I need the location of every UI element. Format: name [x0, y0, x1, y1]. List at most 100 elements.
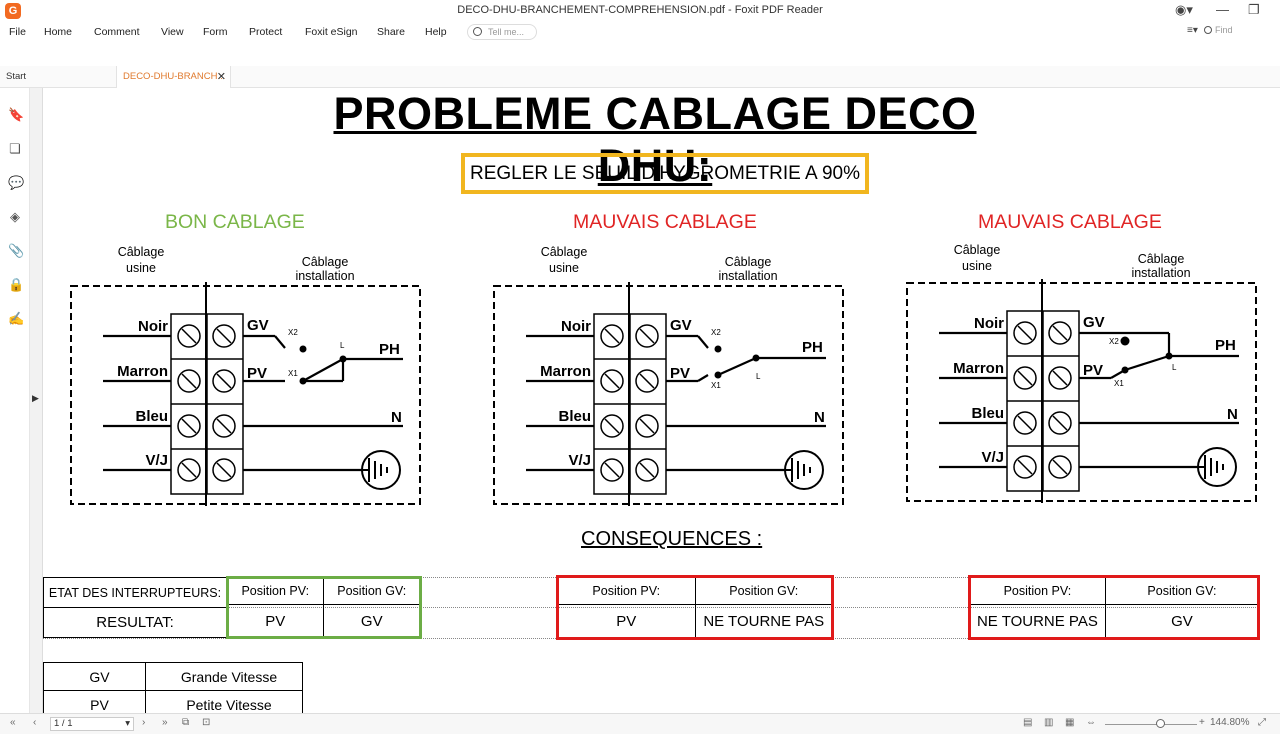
close-icon[interactable]: ✕ — [216, 71, 226, 83]
legend-meaning: Petite Vitesse — [145, 690, 303, 713]
svg-text:X1: X1 — [711, 381, 721, 390]
menu-share[interactable]: Share — [377, 26, 406, 38]
tell-me-search[interactable]: Tell me... — [467, 24, 537, 40]
menu-form[interactable]: Form — [203, 26, 228, 38]
layers-icon[interactable]: ◈ — [10, 209, 20, 224]
wiring-diagram-bad-1: Câblage usine Câblage installation — [493, 245, 844, 506]
divider-line — [43, 638, 1260, 639]
fit-page-icon[interactable]: ⊡ — [202, 717, 211, 728]
menu-foxit-esign[interactable]: Foxit eSign — [305, 26, 358, 38]
page-number-input[interactable]: 1 / 1 ▾ — [50, 717, 134, 731]
prev-page-icon[interactable]: ‹ — [33, 717, 37, 728]
svg-text:Marron: Marron — [117, 363, 168, 380]
next-page-icon[interactable]: › — [142, 717, 146, 728]
page-number: 1 / 1 — [54, 718, 73, 729]
continuous-icon[interactable]: ▥ — [1044, 717, 1054, 728]
svg-text:V/J: V/J — [981, 449, 1004, 466]
tab-document[interactable]: DECO-DHU-BRANCH... ✕ — [116, 66, 231, 88]
quick-toolbar: 🗀 🖫 ⎙ ↶ ↷ ✋▾ ⧉ ▿ — [0, 42, 1280, 102]
document-title: PROBLEME CABLAGE DECO DHU: — [333, 88, 977, 191]
svg-text:N: N — [1227, 406, 1238, 423]
svg-text:PH: PH — [802, 339, 823, 356]
menu-file[interactable]: File — [9, 26, 26, 38]
copy-page-icon[interactable]: ⧉ — [182, 717, 190, 728]
svg-text:Câblage: Câblage — [541, 245, 588, 259]
svg-text:PH: PH — [379, 341, 400, 358]
menu-protect[interactable]: Protect — [249, 26, 283, 38]
svg-text:installation: installation — [295, 269, 354, 283]
user-icon[interactable]: ◉▾ — [1175, 2, 1193, 17]
comments-icon[interactable]: 💬 — [8, 175, 25, 190]
diagram-heading-good: BON CABLAGE — [165, 211, 305, 233]
svg-text:usine: usine — [962, 259, 992, 273]
svg-text:N: N — [391, 409, 402, 426]
wiring-diagram-good: Câblage usine Câblage installation — [70, 245, 421, 506]
gv-value: GV — [1104, 604, 1260, 638]
svg-text:Câblage: Câblage — [1138, 252, 1185, 266]
threshold-note: REGLER LE SEUIL D’HYGROMETRIE A 90% — [461, 153, 869, 194]
find-input[interactable]: Find — [1215, 25, 1233, 35]
document-page: PROBLEME CABLAGE DECO DHU: REGLER LE SEU… — [43, 88, 1280, 713]
pv-header: Position PV: — [557, 576, 696, 606]
svg-text:Bleu: Bleu — [971, 405, 1004, 422]
first-page-icon[interactable]: « — [10, 717, 16, 728]
menu-home[interactable]: Home — [44, 26, 73, 38]
resultat-label: RESULTAT: — [43, 607, 227, 638]
svg-text:X1: X1 — [288, 369, 298, 378]
attachments-icon[interactable]: 📎 — [8, 243, 25, 258]
tab-document-label: DECO-DHU-BRANCH... — [123, 71, 226, 82]
menu-bar: File Home Comment View Form Protect Foxi… — [0, 22, 1280, 42]
gv-value: NE TOURNE PAS — [694, 604, 833, 638]
fullscreen-icon[interactable]: ⤢ — [1258, 717, 1266, 728]
menu-comment[interactable]: Comment — [94, 26, 140, 38]
etat-label: ETAT DES INTERRUPTEURS: — [43, 577, 227, 608]
svg-text:GV: GV — [670, 317, 692, 334]
zoom-level[interactable]: 144.80% — [1210, 717, 1250, 728]
lightbulb-icon — [473, 27, 482, 36]
navigation-panel: 🔖 ❏ 💬 ◈ 📎 🔒 ✍ — [0, 88, 30, 713]
svg-text:GV: GV — [1083, 314, 1105, 331]
window-title: DECO-DHU-BRANCHEMENT-COMPREHENSION.pdf -… — [457, 4, 823, 16]
gv-value: GV — [322, 604, 422, 638]
expand-arrow-icon: ▶ — [32, 393, 39, 403]
fit-width-icon[interactable]: ⇔ — [1086, 717, 1096, 728]
consequences-title: CONSEQUENCES : — [581, 528, 763, 550]
svg-text:Câblage: Câblage — [302, 255, 349, 269]
svg-text:Noir: Noir — [138, 318, 168, 335]
tell-me-placeholder: Tell me... — [488, 27, 525, 37]
minimize-icon[interactable]: — — [1216, 2, 1229, 17]
zoom-in-icon[interactable]: + — [1199, 717, 1205, 728]
svg-text:L: L — [756, 372, 761, 381]
zoom-slider-handle[interactable] — [1156, 719, 1165, 728]
svg-text:PV: PV — [247, 365, 267, 382]
svg-text:L: L — [1172, 363, 1177, 372]
svg-text:X2: X2 — [288, 328, 298, 337]
svg-text:GV: GV — [247, 317, 269, 334]
view-options-icon[interactable]: ≡▾ — [1187, 25, 1198, 36]
signature-icon[interactable]: ✍ — [8, 311, 25, 326]
restore-icon[interactable]: ❐ — [1248, 2, 1260, 17]
svg-text:Câblage: Câblage — [954, 243, 1001, 257]
wiring-diagram-bad-2: Câblage usine Câblage installation — [906, 243, 1257, 503]
legend-table: GV Grande Vitesse PV Petite Vitesse — [43, 662, 303, 713]
facing-icon[interactable]: ▦ — [1065, 717, 1075, 728]
foxit-logo-icon: G — [5, 3, 21, 19]
svg-text:PV: PV — [1083, 362, 1103, 379]
diagram-heading-bad-1: MAUVAIS CABLAGE — [573, 211, 757, 233]
security-icon[interactable]: 🔒 — [8, 277, 25, 292]
svg-text:X2: X2 — [1109, 337, 1119, 346]
tab-start[interactable]: Start — [6, 71, 27, 82]
bookmark-icon[interactable]: 🔖 — [8, 107, 25, 122]
status-bar: « ‹ 1 / 1 ▾ › » ⧉ ⊡ ▤ ▥ ▦ ⇔ + 144.80% ⤢ — [0, 713, 1280, 734]
pages-icon[interactable]: ❏ — [9, 141, 21, 156]
svg-text:L: L — [340, 341, 345, 350]
legend-abbr: GV — [43, 662, 146, 691]
menu-help[interactable]: Help — [425, 26, 447, 38]
menu-view[interactable]: View — [161, 26, 184, 38]
panel-toggle[interactable]: ▶ — [30, 88, 43, 713]
gv-header: Position GV: — [1104, 576, 1260, 606]
last-page-icon[interactable]: » — [162, 717, 168, 728]
single-page-icon[interactable]: ▤ — [1023, 717, 1033, 728]
zoom-slider[interactable] — [1105, 724, 1197, 725]
